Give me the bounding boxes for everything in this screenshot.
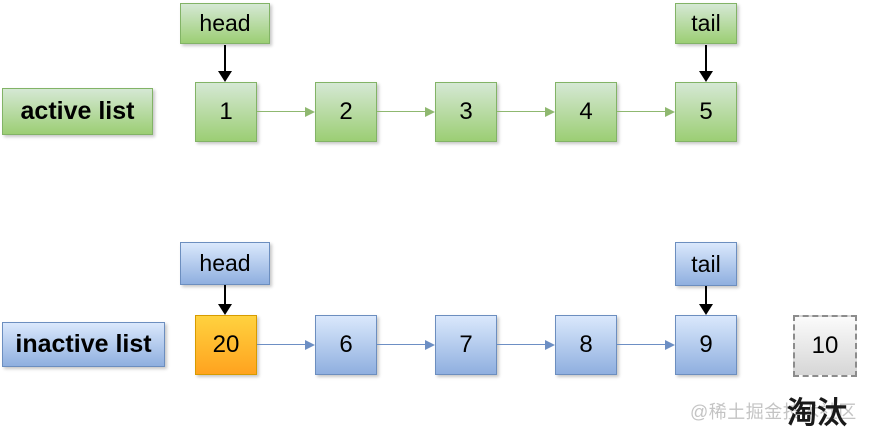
inactive-node-6: 6 [315,315,377,375]
active-list-label: active list [2,88,153,135]
watermark-text: @稀土掘金技术社区 [690,402,857,422]
active-arrow-3-4 [497,104,555,120]
inactive-node-20-highlighted: 20 [195,315,257,375]
inactive-node-7: 7 [435,315,497,375]
active-arrow-2-3 [377,104,435,120]
active-head-box: head [180,3,270,44]
inactive-head-pointer-arrow [217,285,233,315]
inactive-arrow-20-6 [257,337,315,353]
active-head-pointer-arrow [217,45,233,82]
active-tail-box: tail [675,3,737,44]
inactive-head-box: head [180,242,270,285]
inactive-arrow-6-7 [377,337,435,353]
active-tail-pointer-arrow [698,45,714,82]
inactive-arrow-8-9 [617,337,675,353]
active-arrow-1-2 [257,104,315,120]
inactive-arrow-7-8 [497,337,555,353]
inactive-tail-box: tail [675,242,737,286]
active-arrow-4-5 [617,104,675,120]
inactive-node-9: 9 [675,315,737,375]
active-node-4: 4 [555,82,617,142]
active-node-1: 1 [195,82,257,142]
evicted-node-10: 10 [793,315,857,377]
evicted-caption: 淘汰 [787,397,847,430]
inactive-node-8: 8 [555,315,617,375]
active-node-5: 5 [675,82,737,142]
inactive-list-label: inactive list [2,322,165,367]
active-node-3: 3 [435,82,497,142]
active-node-2: 2 [315,82,377,142]
inactive-tail-pointer-arrow [698,286,714,315]
